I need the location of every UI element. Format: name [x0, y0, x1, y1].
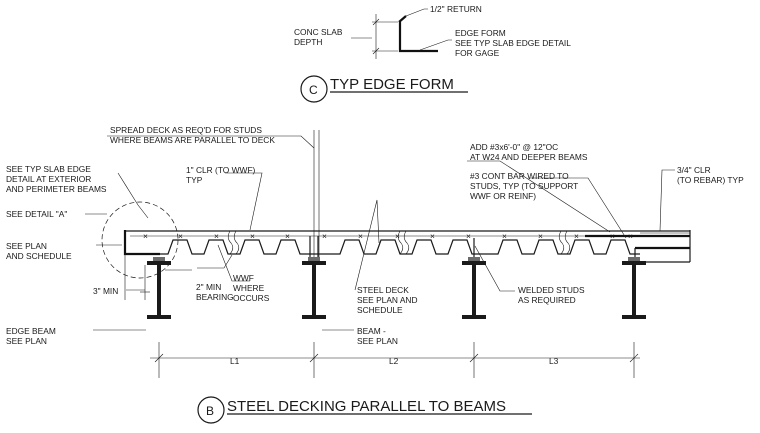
- svg-text:×: ×: [574, 231, 579, 241]
- spread-deck-note: SPREAD DECK AS REQ'D FOR STUDS WHERE BEA…: [110, 125, 275, 145]
- min-3-note: 3" MIN: [93, 286, 118, 296]
- svg-text:×: ×: [466, 231, 471, 241]
- svg-text:×: ×: [395, 231, 400, 241]
- span-dimensions: L1 L2 L3: [150, 342, 640, 378]
- svg-text:×: ×: [538, 231, 543, 241]
- detail-c-badge: C: [309, 83, 318, 97]
- detail-b-badge-circle: [197, 396, 225, 424]
- svg-text:×: ×: [322, 231, 327, 241]
- see-plan-note: SEE PLAN AND SCHEDULE: [6, 241, 72, 261]
- beam-note: BEAM - SEE PLAN: [357, 326, 398, 346]
- beam-1-edge: [147, 257, 171, 319]
- clr-wwf-note: 1" CLR (TO WWF) TYP: [186, 165, 258, 185]
- detail-b-title: STEEL DECKING PARALLEL TO BEAMS: [227, 398, 506, 415]
- return-label: 1/2" RETURN: [430, 4, 482, 14]
- min-2-note: 2" MIN BEARING: [196, 282, 234, 302]
- detail-b-deck-section: × × × × × × × × × × × × × × ×: [6, 125, 744, 424]
- leaders: [85, 135, 675, 331]
- welded-studs-note: WELDED STUDS AS REQUIRED: [518, 285, 587, 305]
- wwf-note: WWF WHERE OCCURS: [233, 273, 270, 303]
- svg-text:×: ×: [143, 231, 148, 241]
- span-l1: L1: [230, 356, 240, 366]
- svg-text:×: ×: [610, 231, 615, 241]
- svg-text:×: ×: [214, 231, 219, 241]
- svg-text:×: ×: [285, 231, 290, 241]
- cont-bar-note: #3 CONT BAR WIRED TO STUDS, TYP (TO SUPP…: [470, 171, 580, 201]
- add-bars-note: ADD #3x6'-0" @ 12"OC AT W24 AND DEEPER B…: [470, 142, 588, 162]
- svg-text:×: ×: [628, 231, 633, 241]
- span-l2: L2: [389, 356, 399, 366]
- beam-2: [302, 236, 326, 319]
- detail-b-badge: B: [206, 404, 214, 418]
- steel-deck-note: STEEL DECK SEE PLAN AND SCHEDULE: [357, 285, 420, 315]
- detail-a-callout: [101, 201, 179, 279]
- svg-text:×: ×: [502, 231, 507, 241]
- beam-4: [622, 257, 646, 319]
- edge-form-angle: [398, 15, 438, 53]
- svg-text:×: ×: [178, 231, 183, 241]
- svg-text:×: ×: [358, 231, 363, 241]
- rebar-marks: × × × × × × × × × × × × × × ×: [143, 231, 633, 241]
- detail-c-badge-circle: [300, 75, 328, 103]
- detail-c-title: TYP EDGE FORM: [330, 76, 454, 93]
- slab-depth-label: CONC SLAB DEPTH: [294, 27, 345, 47]
- beam-3: [462, 238, 486, 319]
- clr-rebar-note: 3/4" CLR (TO REBAR) TYP: [677, 165, 744, 185]
- detail-c-edge-form: 1/2" RETURN CONC SLAB DEPTH EDGE FORM SE…: [294, 4, 573, 103]
- detail-a-note: SEE DETAIL "A": [6, 209, 67, 219]
- edge-form-label: EDGE FORM SEE TYP SLAB EDGE DETAIL FOR G…: [455, 28, 573, 58]
- slab-edge-note: SEE TYP SLAB EDGE DETAIL AT EXTERIOR AND…: [6, 164, 107, 194]
- svg-text:×: ×: [430, 231, 435, 241]
- span-l3: L3: [549, 356, 559, 366]
- svg-text:×: ×: [250, 231, 255, 241]
- edge-beam-note: EDGE BEAM SEE PLAN: [6, 326, 58, 346]
